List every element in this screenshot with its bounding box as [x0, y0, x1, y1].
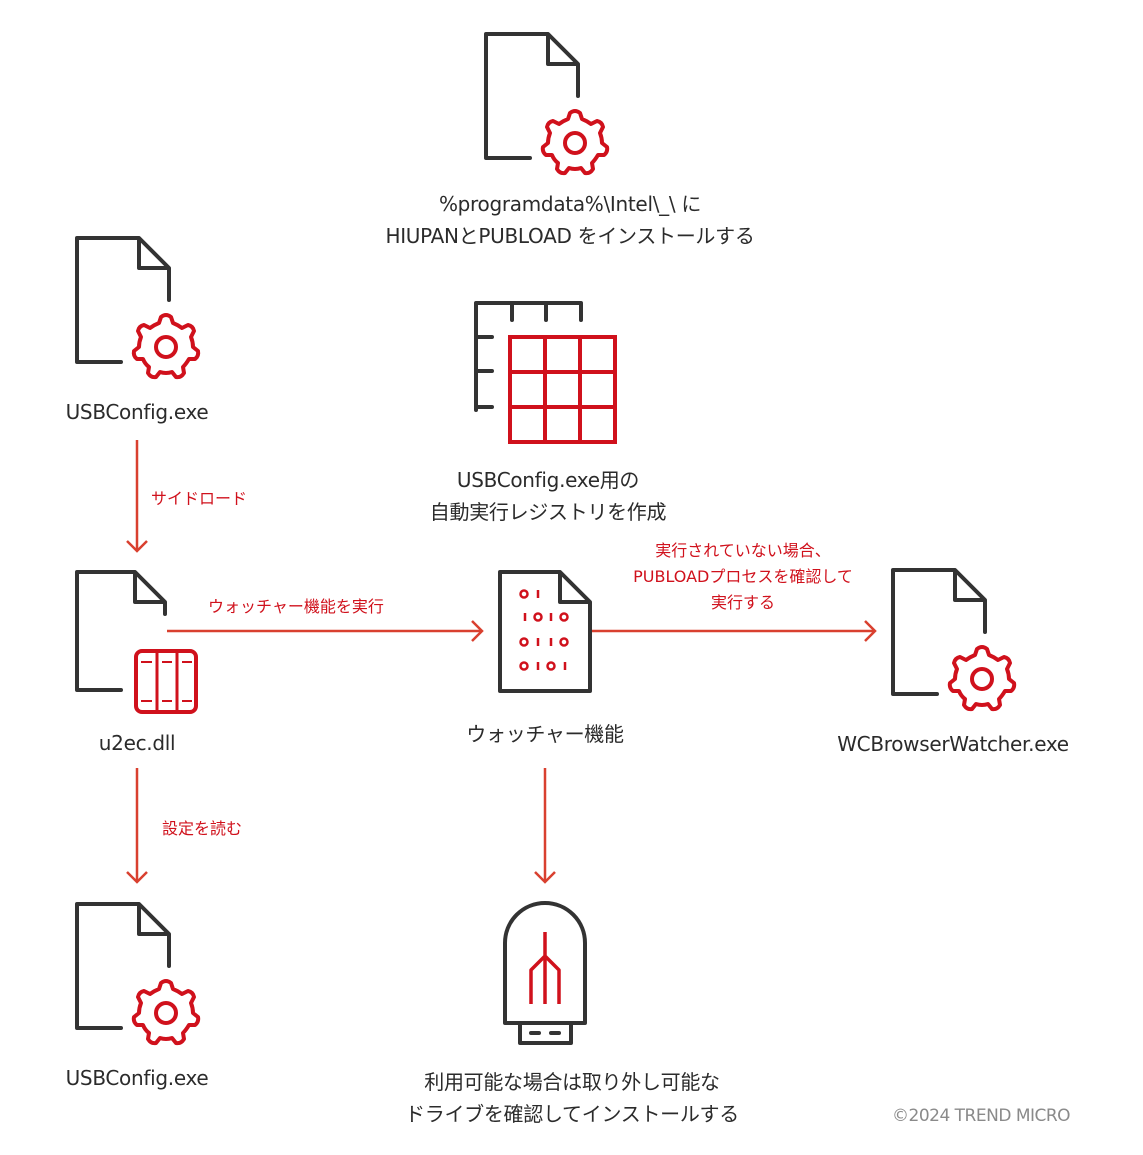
node-label-registry: USBConfig.exe用の 自動実行レジストリを作成 [348, 464, 748, 528]
node-label-watcher: ウォッチャー機能 [425, 718, 665, 750]
label-line: USBConfig.exe用の [456, 468, 640, 492]
binary-file-icon [498, 570, 592, 693]
node-label-wcbrowser: WCBrowserWatcher.exe [803, 728, 1103, 760]
edge-read-config-arrow [126, 768, 148, 884]
edge-label-run-watcher: ウォッチャー機能を実行 [208, 594, 384, 620]
label-line: %programdata%\Intel\_\ に [438, 192, 702, 216]
node-label-usbconfig-bottom: USBConfig.exe [17, 1062, 257, 1094]
label-line: 自動実行レジストリを作成 [429, 500, 667, 524]
node-install [484, 32, 610, 176]
node-label-usb: 利用可能な場合は取り外し可能な ドライブを確認してインストールする [332, 1066, 812, 1130]
usb-drive-icon [503, 901, 587, 1045]
edge-sideload-arrow [126, 440, 148, 553]
label-line: 実行する [710, 593, 775, 612]
node-label-usbconfig-top: USBConfig.exe [17, 396, 257, 428]
label-line: 設定を読む [162, 819, 243, 838]
file-gear-icon [75, 236, 201, 380]
registry-grid-icon [474, 301, 617, 444]
copyright-text: ©2024 TREND MICRO [892, 1106, 1071, 1126]
label-line: u2ec.dll [98, 731, 176, 755]
label-line: ウォッチャー機能 [466, 722, 624, 746]
edge-check-pubload-arrow [592, 620, 877, 642]
edge-label-sideload: サイドロード [151, 486, 247, 512]
label-line: WCBrowserWatcher.exe [837, 732, 1069, 756]
file-gear-icon [484, 32, 610, 176]
edge-label-check-pubload: 実行されていない場合、 PUBLOADプロセスを確認して 実行する [593, 538, 893, 616]
edge-label-read-config: 設定を読む [162, 816, 242, 842]
file-gear-icon [75, 902, 201, 1046]
label-line: サイドロード [151, 489, 248, 508]
label-line: USBConfig.exe [65, 400, 209, 424]
node-label-u2ec: u2ec.dll [57, 727, 217, 759]
node-label-install: %programdata%\Intel\_\ に HIUPANとPUBLOAD … [290, 188, 850, 252]
label-line: ドライブを確認してインストールする [405, 1102, 739, 1126]
label-line: 実行されていない場合、 [655, 541, 831, 560]
edge-run-watcher-arrow [167, 620, 484, 642]
label-line: 利用可能な場合は取り外し可能な [424, 1070, 720, 1094]
label-line: HIUPANとPUBLOAD をインストールする [385, 224, 755, 248]
edge-to-usb-arrow [534, 768, 556, 884]
file-gear-icon [891, 568, 1017, 712]
label-line: PUBLOADプロセスを確認して [633, 567, 853, 586]
label-line: USBConfig.exe [65, 1066, 209, 1090]
file-dll-icon [75, 570, 198, 714]
label-line: ウォッチャー機能を実行 [208, 597, 384, 616]
